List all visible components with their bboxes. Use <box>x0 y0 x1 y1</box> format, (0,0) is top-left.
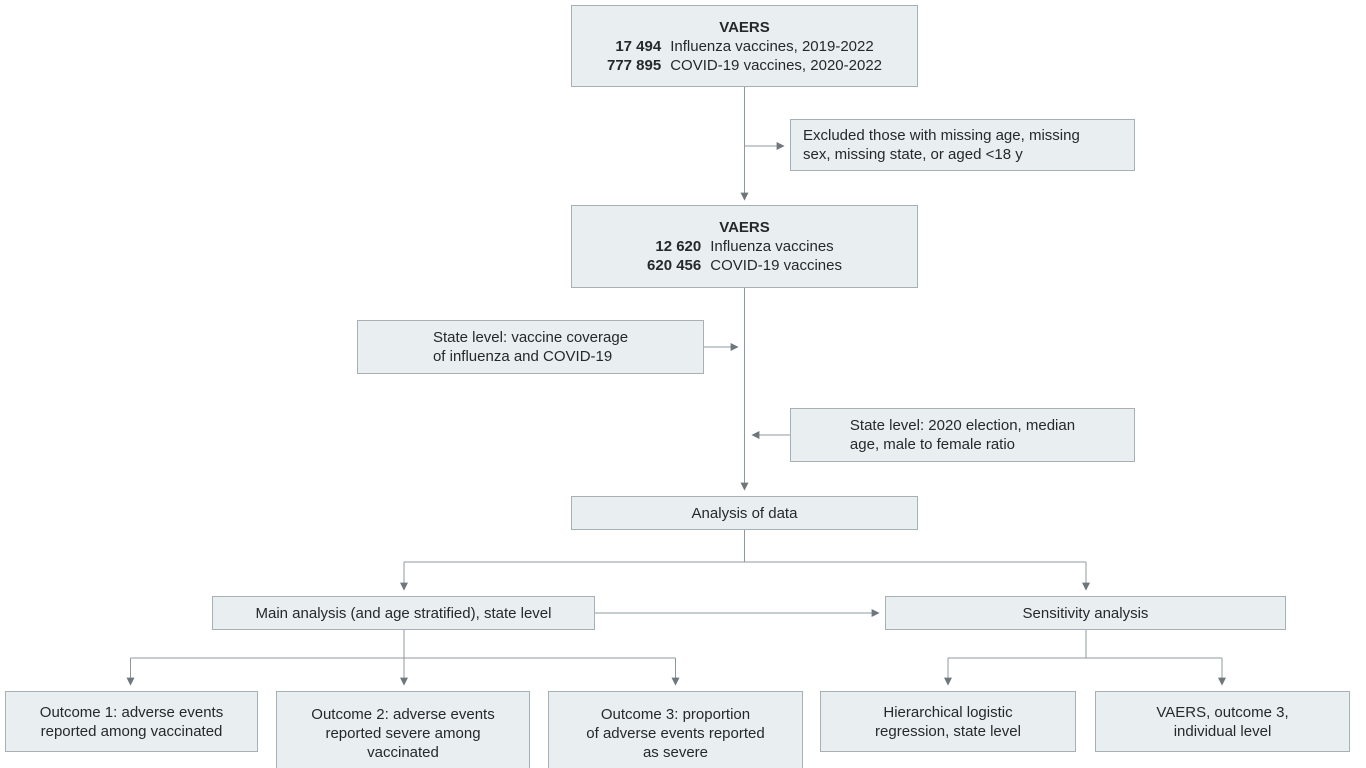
node-vaers-source: VAERS 17 494 Influenza vaccines, 2019-202… <box>571 5 918 87</box>
node-state-coverage: State level: vaccine coverage of influen… <box>357 320 704 374</box>
node-vaers-outcome3-individual: VAERS, outcome 3, individual level <box>1095 691 1350 752</box>
node-outcome-1: Outcome 1: adverse events reported among… <box>5 691 258 752</box>
stat-label: COVID-19 vaccines <box>710 257 842 274</box>
node-text: Analysis of data <box>691 504 798 522</box>
node-vaers-filtered: VAERS 12 620 Influenza vaccines 620 456 CO… <box>571 205 918 288</box>
node-text-line: reported severe among <box>325 724 481 742</box>
node-text-line: State level: 2020 election, median <box>849 417 1076 434</box>
stat-rows: 12 620 Influenza vaccines 620 456 COVID-19… <box>647 237 842 275</box>
node-text-line: as severe <box>642 743 709 761</box>
stat-value: 12 620 <box>655 238 702 255</box>
node-text-line: sex, missing state, or aged <18 y <box>803 146 1023 163</box>
node-text-line: VAERS, outcome 3, <box>1156 703 1289 721</box>
node-state-election: State level: 2020 election, median age, … <box>790 408 1135 462</box>
stat-value: 777 895 <box>606 56 662 74</box>
node-text: State level: 2020 election, median age, … <box>850 416 1075 454</box>
node-text-line: State level: vaccine coverage <box>432 329 629 346</box>
node-outcome-2: Outcome 2: adverse events reported sever… <box>276 691 530 768</box>
node-outcome-3: Outcome 3: proportion of adverse events … <box>548 691 803 768</box>
stat-label: Influenza vaccines <box>710 238 834 255</box>
stat-rows: 17 494 Influenza vaccines, 2019-2022 777 … <box>607 37 882 75</box>
node-text-line: Outcome 3: proportion <box>600 705 751 723</box>
stat-value: 620 456 <box>647 257 702 274</box>
node-text-line: age, male to female ratio <box>849 436 1016 453</box>
node-sensitivity-analysis: Sensitivity analysis <box>885 596 1286 630</box>
node-text-line: Outcome 1: adverse events <box>39 703 224 721</box>
node-text-line: Excluded those with missing age, missing <box>803 127 1080 144</box>
node-excluded: Excluded those with missing age, missing… <box>790 119 1135 171</box>
node-title: VAERS <box>719 219 770 236</box>
node-text-line: of adverse events reported <box>586 724 765 742</box>
node-title: VAERS <box>719 18 770 36</box>
node-text-line: regression, state level <box>875 722 1021 740</box>
node-text-line: of influenza and COVID-19 <box>432 348 613 365</box>
node-text: Main analysis (and age stratified), stat… <box>255 604 552 622</box>
node-text: Sensitivity analysis <box>1022 604 1149 622</box>
node-text-line: Outcome 2: adverse events <box>311 705 495 723</box>
stat-label: COVID-19 vaccines, 2020-2022 <box>670 56 882 74</box>
node-text-line: Hierarchical logistic <box>883 703 1013 721</box>
stat-value: 17 494 <box>615 37 662 55</box>
stat-label: Influenza vaccines, 2019-2022 <box>670 37 874 55</box>
node-text-line: individual level <box>1173 722 1272 740</box>
node-text-line: vaccinated <box>367 743 439 761</box>
node-text: State level: vaccine coverage of influen… <box>433 328 628 366</box>
node-text-line: reported among vaccinated <box>40 722 223 740</box>
node-main-analysis: Main analysis (and age stratified), stat… <box>212 596 595 630</box>
node-analysis-of-data: Analysis of data <box>571 496 918 530</box>
node-hierarchical-regression: Hierarchical logistic regression, state … <box>820 691 1076 752</box>
